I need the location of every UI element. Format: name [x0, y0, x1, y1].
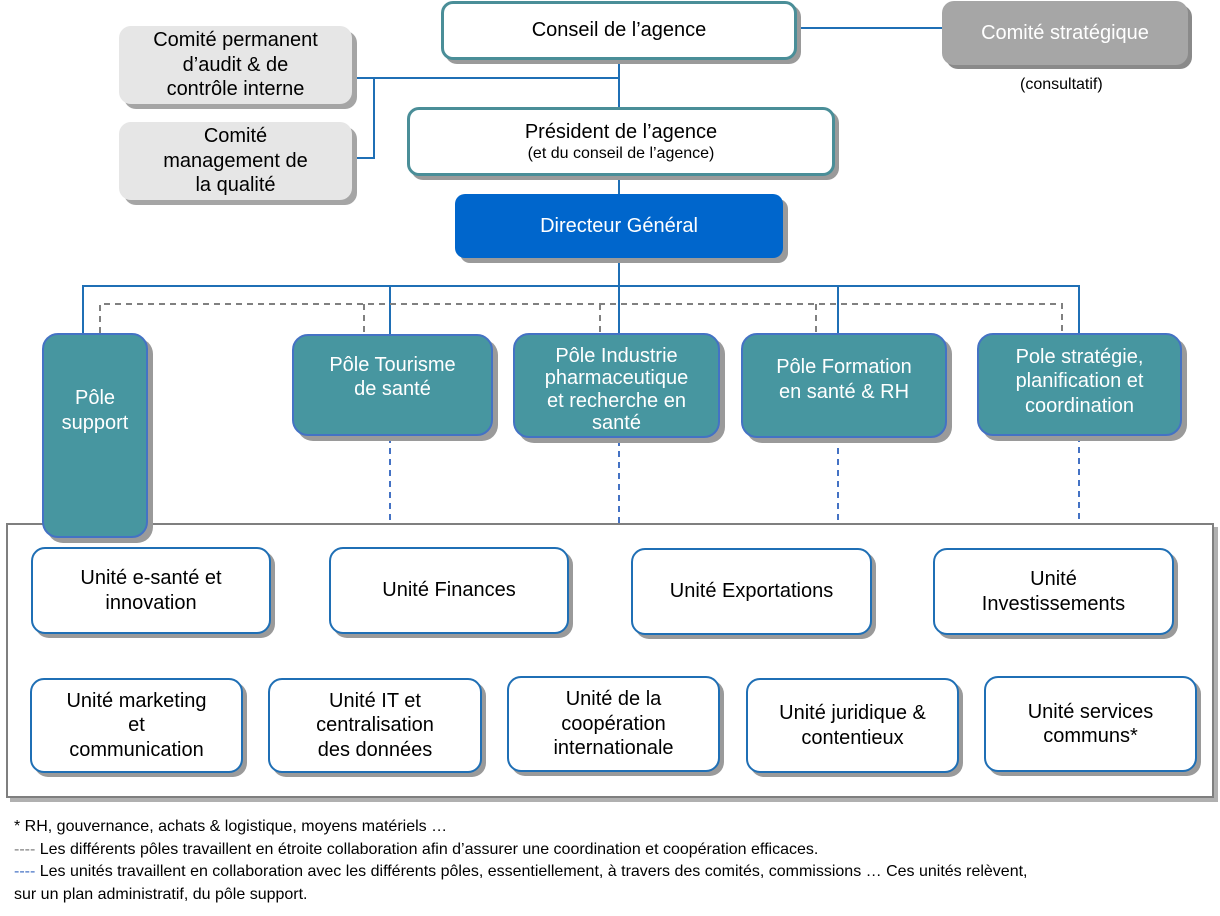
committee-quality-line [355, 78, 375, 159]
conseil-agence-box[interactable]: Conseil de l’agence [441, 1, 797, 60]
pole-strategie-line-3: coordination [1025, 394, 1134, 417]
committee-audit-line-2: d’audit & de [182, 53, 289, 76]
pole-formation-line-1: Pôle Formation [776, 356, 912, 379]
unit-juridique[interactable]: Unité juridique &contentieux [746, 678, 959, 773]
unit-juridique-line-2: contentieux [801, 726, 904, 749]
comite-strategique-box[interactable]: Comité stratégique [942, 1, 1188, 65]
pole-tourisme-line-2: de santé [354, 378, 431, 400]
committee-quality-line-3: la qualité [195, 174, 276, 197]
unit-finances-label: Unité Finances [382, 579, 516, 602]
pole-support[interactable]: Pôle support [42, 333, 148, 538]
unit-juridique-line-1: Unité juridique & [779, 702, 926, 725]
committee-quality[interactable]: Comité management de la qualité [119, 122, 352, 200]
committee-quality-line-1: Comité [203, 125, 268, 148]
committee-quality-line-2: management de [163, 149, 308, 172]
pole-formation[interactable]: Pôle Formation en santé & RH [741, 333, 947, 438]
pole-industrie-line-2: pharmaceutique [544, 367, 689, 390]
comite-strategique-note: (consultatif) [1020, 76, 1103, 93]
pole-support-line-2: support [61, 411, 129, 434]
legend-notes: * RH, gouvernance, achats & logistique, … [14, 816, 1214, 906]
note-asterisk: * RH, gouvernance, achats & logistique, … [14, 818, 448, 835]
poles-collaboration-dashed-line [99, 303, 1063, 336]
blue-dash-text: Les unités travaillent en collaboration … [35, 863, 1028, 880]
pole-industrie-line-1: Pôle Industrie [555, 344, 678, 367]
unit-investissements-line-1: Unité [1030, 568, 1077, 591]
poles-bus-line [82, 285, 1080, 336]
president-box[interactable]: Président de l’agence (et du conseil de … [407, 107, 835, 176]
unit-exportations[interactable]: Unité Exportations [631, 548, 872, 635]
unit-cooperation-line-3: internationale [553, 737, 674, 760]
committee-audit[interactable]: Comité permanent d’audit & de contrôle i… [119, 26, 352, 104]
note-gray-dash: ---- Les différents pôles travaillent en… [14, 839, 1214, 862]
pole-tourisme[interactable]: Pôle Tourisme de santé [292, 334, 493, 436]
unit-finances[interactable]: Unité Finances [329, 547, 569, 634]
unit-cooperation-line-2: coopération [561, 712, 666, 735]
president-title: Président de l’agence [524, 120, 718, 143]
president-subtitle: (et du conseil de l’agence) [527, 144, 715, 162]
unit-it-line-2: centralisation [316, 714, 434, 737]
pole-industrie[interactable]: Pôle Industrie pharmaceutique et recherc… [513, 333, 720, 438]
note-blue-dash: ---- Les unités travaillent en collabora… [14, 861, 1214, 884]
unit-cooperation-line-1: Unité de la [565, 688, 662, 711]
gray-dash-text: Les différents pôles travaillent en étro… [35, 840, 819, 858]
directeur-general-box[interactable]: Directeur Général [455, 194, 783, 258]
note-blue-dash-continued: sur un plan administratif, du pôle suppo… [14, 885, 308, 903]
unit-marketing-line-3: communication [69, 738, 204, 761]
pole-strategie[interactable]: Pole stratégie, planification et coordin… [977, 333, 1182, 436]
committee-audit-line-1: Comité permanent [153, 29, 318, 52]
unit-investissements-line-2: Investissements [981, 592, 1126, 615]
conseil-agence-label: Conseil de l’agence [531, 19, 707, 42]
pole-industrie-line-4: santé [592, 411, 641, 434]
unit-esante-line-2: innovation [105, 591, 197, 614]
pole-strategie-line-2: planification et [1015, 370, 1144, 393]
unit-services-line-1: Unité services [1027, 700, 1154, 723]
committee-audit-line-3: contrôle interne [166, 78, 305, 101]
unit-marketing-line-2: et [128, 714, 145, 737]
comite-strategique-label: Comité stratégique [981, 21, 1149, 44]
unit-it-line-1: Unité IT et [329, 689, 421, 712]
pole-tourisme-line-1: Pôle Tourisme [329, 353, 456, 376]
pole-formation-line-2: en santé & RH [778, 380, 910, 403]
directeur-general-label: Directeur Général [540, 214, 698, 237]
pole-industrie-line-3: et recherche en [547, 389, 686, 412]
pole-strategie-line-1: Pole stratégie, [1015, 345, 1144, 368]
units-frame [6, 523, 1214, 798]
unit-services-line-2: communs* [1043, 725, 1138, 747]
unit-esante-line-1: Unité e-santé et [80, 567, 222, 590]
unit-it-line-3: des données [317, 738, 433, 761]
gray-dash-marker: ---- [14, 840, 36, 858]
unit-marketing-line-1: Unité marketing [66, 689, 207, 712]
pole-support-line-1: Pôle [74, 387, 116, 410]
unit-exportations-label: Unité Exportations [669, 580, 834, 603]
blue-dash-marker: ---- [14, 863, 36, 880]
